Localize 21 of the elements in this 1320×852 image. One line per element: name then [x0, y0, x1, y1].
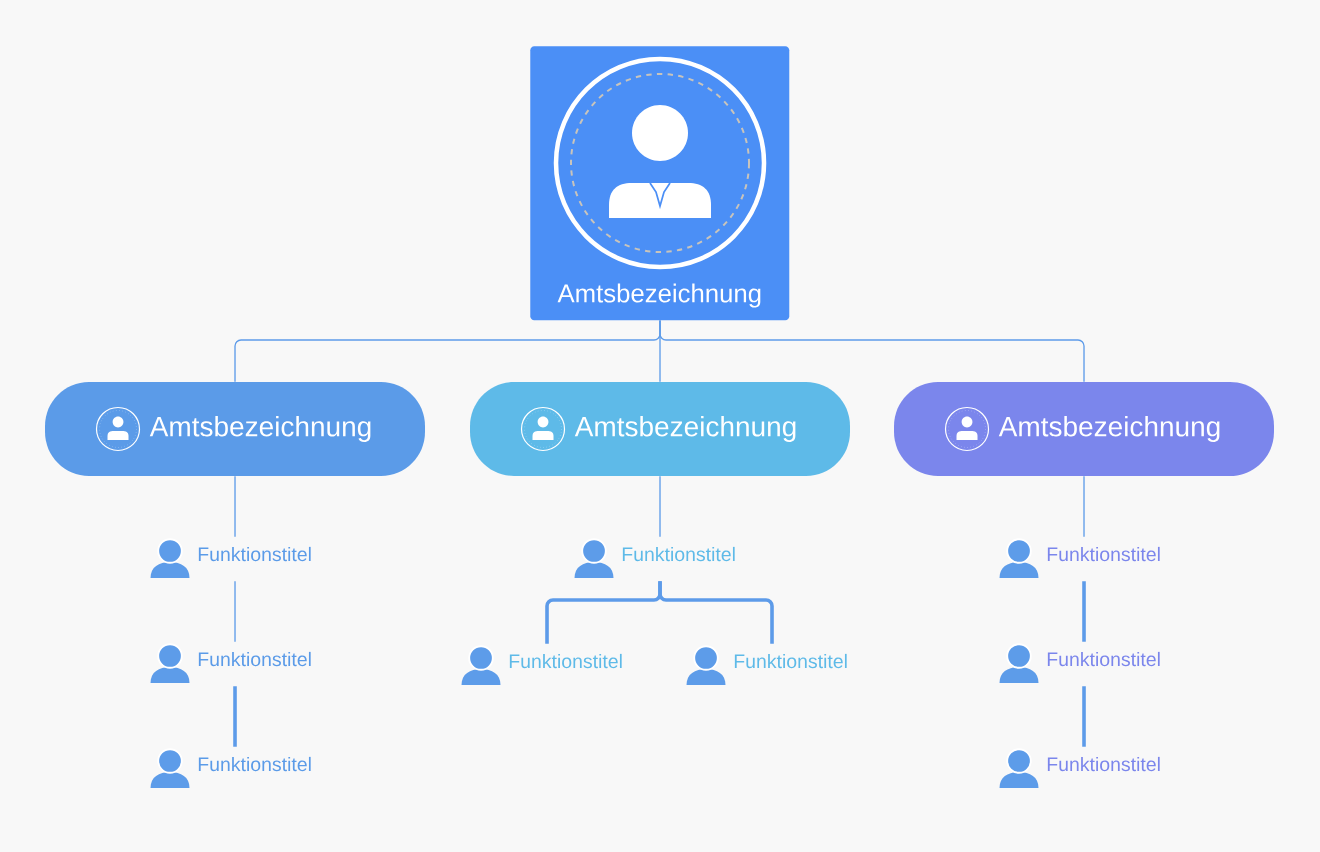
job-title: Funktionstitel	[198, 756, 311, 772]
job-title: Funktionstitel	[198, 546, 311, 562]
connector-line	[659, 475, 661, 538]
job-title: Funktionstitel	[1047, 756, 1160, 772]
role-pill: Amtsbezeichnung	[470, 382, 850, 476]
connector-line	[234, 580, 236, 643]
job-title: Funktionstitel	[198, 651, 311, 667]
connector-line	[1082, 581, 1086, 642]
connector-line	[1082, 686, 1086, 747]
connector-line	[658, 581, 774, 644]
job-title: Funktionstitel	[1047, 546, 1160, 562]
role-pill: Amtsbezeichnung	[45, 382, 425, 476]
job-title: Funktionstitel	[622, 546, 735, 562]
connector-line	[659, 319, 1085, 383]
role-pill: Amtsbezeichnung	[894, 382, 1274, 476]
connector-line	[1083, 475, 1085, 538]
connector-line	[234, 475, 236, 538]
job-title: Funktionstitel	[1047, 651, 1160, 667]
connector-line	[233, 686, 237, 747]
job-title: Funktionstitel	[734, 653, 847, 669]
job-title: Funktionstitel	[509, 653, 622, 669]
